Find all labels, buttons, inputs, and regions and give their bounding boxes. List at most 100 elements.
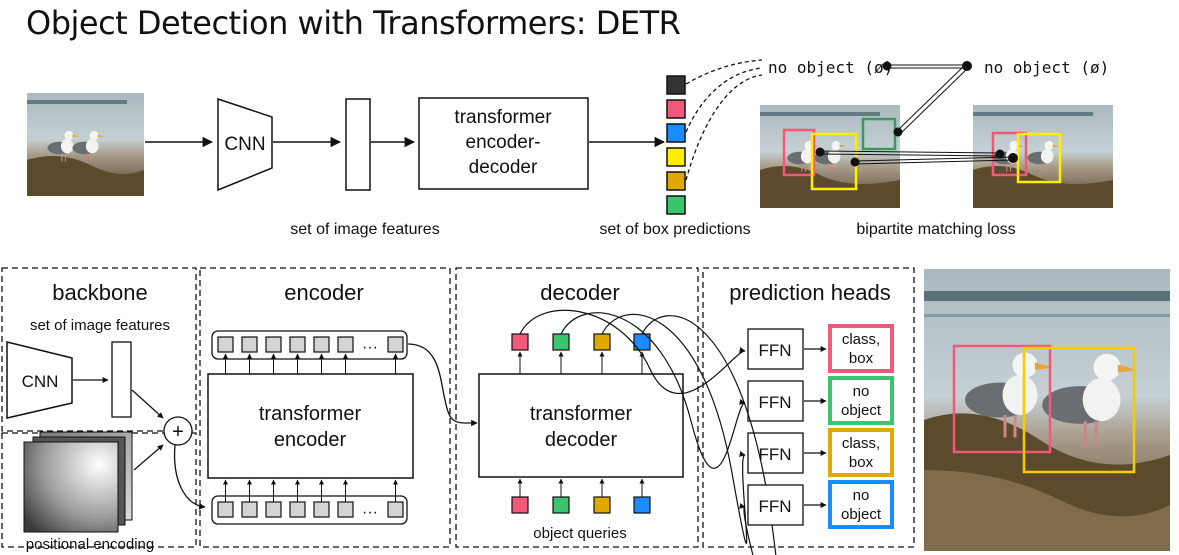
ellipsis: ··· xyxy=(362,339,378,356)
box-prediction-slot xyxy=(666,75,686,95)
object-query xyxy=(633,496,651,514)
encoder-input-token xyxy=(337,501,354,518)
no-object-label-right: no object (ø) xyxy=(984,58,1109,77)
decoder-output-embedding xyxy=(511,333,529,351)
ffn-label: FFN xyxy=(758,445,791,464)
ffn-block xyxy=(747,328,804,370)
encoder-output-token xyxy=(387,336,404,353)
backbone-cnn xyxy=(6,341,73,419)
add-operator xyxy=(163,416,193,446)
encoder-title: encoder xyxy=(284,280,364,305)
prediction-output-label: box xyxy=(849,454,874,471)
backbone-feature-map xyxy=(111,341,132,418)
encoder-input-token xyxy=(313,501,330,518)
box-prediction-slot xyxy=(666,123,686,143)
encoder-input-tokens xyxy=(211,495,408,525)
prediction-output-label: class, xyxy=(842,435,880,452)
decoder-title: decoder xyxy=(540,280,620,305)
query-to-ffn-arrow xyxy=(641,315,777,555)
encoder-output-token xyxy=(217,336,234,353)
encoder-input-token xyxy=(265,501,282,518)
encoder-frame xyxy=(199,267,451,548)
matching-image-predictions xyxy=(760,105,900,208)
matching-lines xyxy=(819,64,1014,165)
image-features-caption: set of image features xyxy=(290,221,439,238)
encoder-output-token xyxy=(241,336,258,353)
prediction-output-label: class, xyxy=(842,331,880,348)
transformer-label: transformer xyxy=(454,107,552,128)
backbone-title: backbone xyxy=(52,280,147,305)
prediction-output-label: object xyxy=(841,402,882,419)
prediction-output-box xyxy=(828,480,894,529)
box-prediction-slot xyxy=(666,195,686,215)
transformer-encoder-decoder-block xyxy=(418,97,589,190)
ffn-label: FFN xyxy=(758,393,791,412)
prediction-output-box xyxy=(828,428,894,477)
object-query xyxy=(593,496,611,514)
ffn-block xyxy=(747,432,804,474)
pred-box-pink xyxy=(952,344,1052,454)
plus-sign: + xyxy=(172,421,184,443)
prediction-heads-title: prediction heads xyxy=(729,280,890,305)
matching-nodes xyxy=(815,61,1018,167)
prediction-output-label: no xyxy=(853,487,870,504)
page-title: Object Detection with Transformers: DETR xyxy=(26,4,681,42)
encoder-output-token xyxy=(313,336,330,353)
encoder-input-token xyxy=(217,501,234,518)
matching-image-ground-truth xyxy=(973,105,1113,208)
ffn-block xyxy=(747,380,804,422)
encoder-output-token xyxy=(289,336,306,353)
ellipsis: ··· xyxy=(362,504,378,521)
decoder-frame xyxy=(455,267,699,548)
prediction-output-label: object xyxy=(841,506,882,523)
encoder-output-token xyxy=(337,336,354,353)
transformer-encoder-block xyxy=(207,373,414,479)
transformer-label: encoder- xyxy=(466,132,541,153)
prediction-output-label: no xyxy=(853,383,870,400)
output-image xyxy=(924,269,1170,551)
pred-box-yellow xyxy=(1022,346,1136,474)
cnn-trapezoid xyxy=(217,97,273,192)
feature-map xyxy=(345,98,371,191)
prediction-output-box xyxy=(828,324,894,373)
box-prediction-stack xyxy=(666,75,686,215)
box-prediction-slot xyxy=(666,99,686,119)
no-object-label-left: no object (ø) xyxy=(768,58,893,77)
ffn-label: FFN xyxy=(758,341,791,360)
query-to-ffn-arrow xyxy=(519,309,746,395)
encoder-input-token xyxy=(241,501,258,518)
cnn-label: CNN xyxy=(224,134,265,155)
ffn-block xyxy=(747,484,804,526)
encoder-input-token xyxy=(387,501,404,518)
box-predictions-caption: set of box predictions xyxy=(599,221,750,238)
positional-encoding-map xyxy=(23,441,119,533)
query-to-ffn-arrow xyxy=(560,312,746,469)
transformer-decoder-block xyxy=(478,373,684,478)
query-to-ffn-arrow xyxy=(601,313,748,544)
decoder-output-embedding xyxy=(552,333,570,351)
positional-frame xyxy=(1,432,197,548)
box-prediction-slot xyxy=(666,171,686,191)
prediction-output-box xyxy=(828,376,894,425)
prediction-output-label: box xyxy=(849,350,874,367)
encoder-input-token xyxy=(289,501,306,518)
backbone-features-label: set of image features xyxy=(30,317,170,334)
backbone-cnn-label: CNN xyxy=(22,372,59,391)
object-query xyxy=(511,496,529,514)
positional-encoding-label: positional encoding xyxy=(26,536,154,553)
top-input-image xyxy=(27,93,144,196)
decoder-block-label: decoder xyxy=(545,429,618,451)
encoder-output-token xyxy=(265,336,282,353)
decoder-block-label: transformer xyxy=(530,403,633,425)
encoder-block-label: transformer xyxy=(259,403,362,425)
encoder-block-label: encoder xyxy=(274,429,347,451)
ffn-label: FFN xyxy=(758,497,791,516)
object-query xyxy=(552,496,570,514)
backbone-frame xyxy=(1,267,197,432)
object-queries-label: object queries xyxy=(533,525,626,542)
encoder-output-tokens xyxy=(211,330,408,360)
box-prediction-slot xyxy=(666,147,686,167)
matching-caption: bipartite matching loss xyxy=(856,221,1015,238)
prediction-heads-frame xyxy=(702,267,915,548)
